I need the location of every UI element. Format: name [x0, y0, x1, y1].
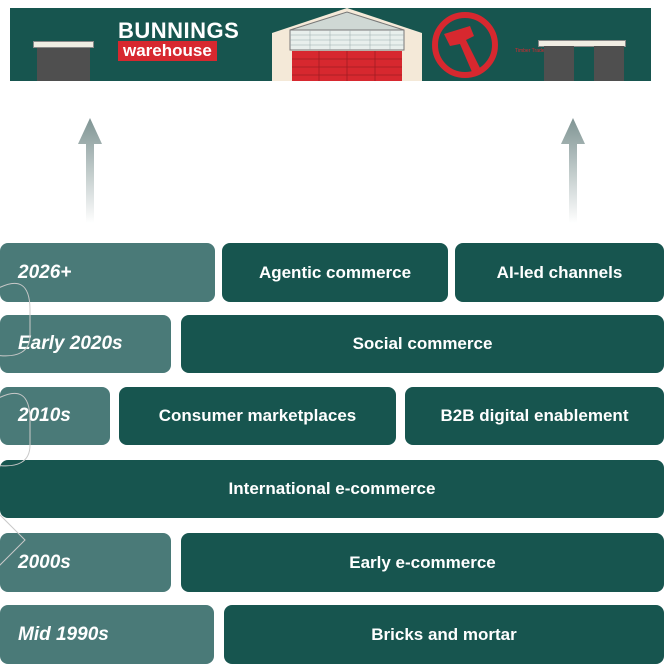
brand-logo-top: BUNNINGS [118, 18, 240, 43]
activity-international-e-commerce: International e-commerce [0, 460, 664, 518]
vent-right [538, 40, 626, 47]
activity-ai-led-channels: AI-led channels [455, 243, 664, 302]
activity-early-e-commerce: Early e-commerce [181, 533, 664, 592]
era-label-early-2020s: Early 2020s [0, 315, 171, 373]
loading-door-left [33, 41, 94, 81]
watermark-graphic [0, 282, 31, 566]
brand-logo: BUNNINGS warehouse [118, 20, 258, 66]
activity-social-commerce: Social commerce [181, 315, 664, 373]
up-arrow-right-icon [561, 118, 585, 223]
era-label-mid-1990s: Mid 1990s [0, 605, 214, 664]
activity-b2b-digital-enablement: B2B digital enablement [405, 387, 664, 445]
era-label-2010s: 2010s [0, 387, 110, 445]
era-label-2000s: 2000s [0, 533, 171, 592]
loading-door-right-2 [594, 46, 624, 81]
era-label-2026: 2026+ [0, 243, 215, 302]
loading-door-right-1 [544, 46, 574, 81]
activity-agentic-commerce: Agentic commerce [222, 243, 448, 302]
up-arrow-left-icon [78, 118, 102, 223]
store-entrance [272, 8, 422, 81]
storefront-banner: BUNNINGS warehouse Timber Trade [10, 8, 651, 81]
activity-bricks-and-mortar: Bricks and mortar [224, 605, 664, 664]
hammer-logo-icon [432, 12, 498, 78]
activity-consumer-marketplaces: Consumer marketplaces [119, 387, 396, 445]
brand-logo-bottom: warehouse [118, 41, 217, 61]
timber-trade-sign: Timber Trade [515, 48, 545, 54]
